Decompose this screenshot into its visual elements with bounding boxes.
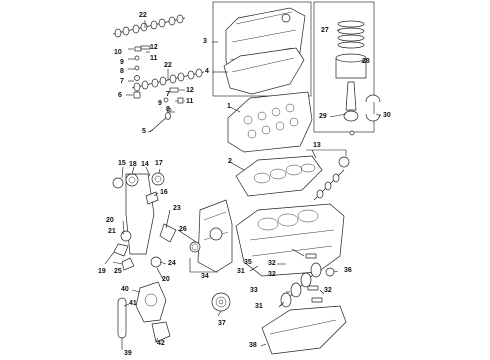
callout-7-top: 7 bbox=[120, 78, 124, 85]
callout-26: 26 bbox=[179, 226, 187, 233]
callout-42: 42 bbox=[157, 340, 165, 347]
callout-18: 18 bbox=[129, 161, 137, 168]
callout-39: 39 bbox=[124, 350, 132, 357]
callout-20-top: 20 bbox=[106, 217, 114, 224]
rod-bearings bbox=[365, 94, 381, 122]
head-gasket bbox=[235, 155, 323, 197]
timing-chain-assembly bbox=[112, 172, 177, 271]
callout-14: 14 bbox=[141, 161, 149, 168]
callout-9-top: 9 bbox=[120, 59, 124, 66]
callout-35: 35 bbox=[244, 259, 252, 266]
callout-28: 28 bbox=[362, 58, 370, 65]
callout-7-bottom: 7 bbox=[166, 91, 170, 98]
balance-shaft bbox=[306, 149, 350, 201]
callout-31-bottom: 31 bbox=[255, 303, 263, 310]
callout-12-bottom: 12 bbox=[186, 87, 194, 94]
front-seal bbox=[189, 241, 201, 253]
crankshaft bbox=[279, 253, 335, 308]
callout-37: 37 bbox=[218, 320, 226, 327]
callout-19: 19 bbox=[98, 268, 106, 275]
callout-27: 27 bbox=[321, 27, 329, 34]
engine-block bbox=[235, 203, 345, 277]
oil-pan bbox=[261, 305, 347, 355]
callout-25: 25 bbox=[114, 268, 122, 275]
valve bbox=[149, 112, 171, 133]
callout-30: 30 bbox=[383, 112, 391, 119]
upper-camshaft bbox=[112, 14, 186, 38]
callout-32: 32 bbox=[268, 260, 276, 267]
piston-group bbox=[313, 1, 375, 136]
callout-12-top: 12 bbox=[150, 44, 158, 51]
callout-38: 38 bbox=[249, 342, 257, 349]
callout-10-top: 10 bbox=[114, 49, 122, 56]
callout-6: 6 bbox=[118, 92, 122, 99]
callout-5: 5 bbox=[142, 128, 146, 135]
callout-13: 13 bbox=[313, 142, 321, 149]
callout-40: 40 bbox=[121, 286, 129, 293]
valvetrain-small-parts bbox=[133, 45, 184, 113]
callout-11-top: 11 bbox=[150, 55, 158, 62]
callout-33: 33 bbox=[250, 287, 258, 294]
callout-34: 34 bbox=[201, 273, 209, 280]
callout-2: 2 bbox=[228, 158, 232, 165]
callout-41: 41 bbox=[129, 300, 137, 307]
callout-15: 15 bbox=[118, 160, 126, 167]
timing-cover bbox=[189, 199, 233, 273]
callout-31-top: 31 bbox=[237, 268, 245, 275]
callout-24: 24 bbox=[168, 260, 176, 267]
callout-8-top: 8 bbox=[120, 68, 124, 75]
valve-cover bbox=[212, 1, 312, 97]
callout-21: 21 bbox=[108, 228, 116, 235]
callout-16: 16 bbox=[160, 189, 168, 196]
oil-pump bbox=[117, 281, 171, 343]
callout-36: 36 bbox=[344, 267, 352, 274]
callout-29: 29 bbox=[319, 113, 327, 120]
callout-22-top: 22 bbox=[139, 12, 147, 19]
callout-17: 17 bbox=[155, 160, 163, 167]
callout-32-right: 32 bbox=[324, 287, 332, 294]
callout-11-bottom: 11 bbox=[186, 98, 194, 105]
lower-camshaft bbox=[131, 68, 205, 92]
callout-9-bottom: 9 bbox=[158, 100, 162, 107]
callout-1: 1 bbox=[227, 103, 231, 110]
callout-20-bottom: 20 bbox=[162, 276, 170, 283]
callout-3: 3 bbox=[203, 38, 207, 45]
callout-4: 4 bbox=[205, 68, 209, 75]
cylinder-head bbox=[227, 91, 313, 153]
callout-23: 23 bbox=[173, 205, 181, 212]
callout-32-b: 32 bbox=[268, 271, 276, 278]
crank-pulley bbox=[211, 292, 231, 312]
callout-8-bottom: 8 bbox=[166, 106, 170, 113]
leader-lines bbox=[104, 20, 382, 350]
callout-22-bottom: 22 bbox=[164, 62, 172, 69]
